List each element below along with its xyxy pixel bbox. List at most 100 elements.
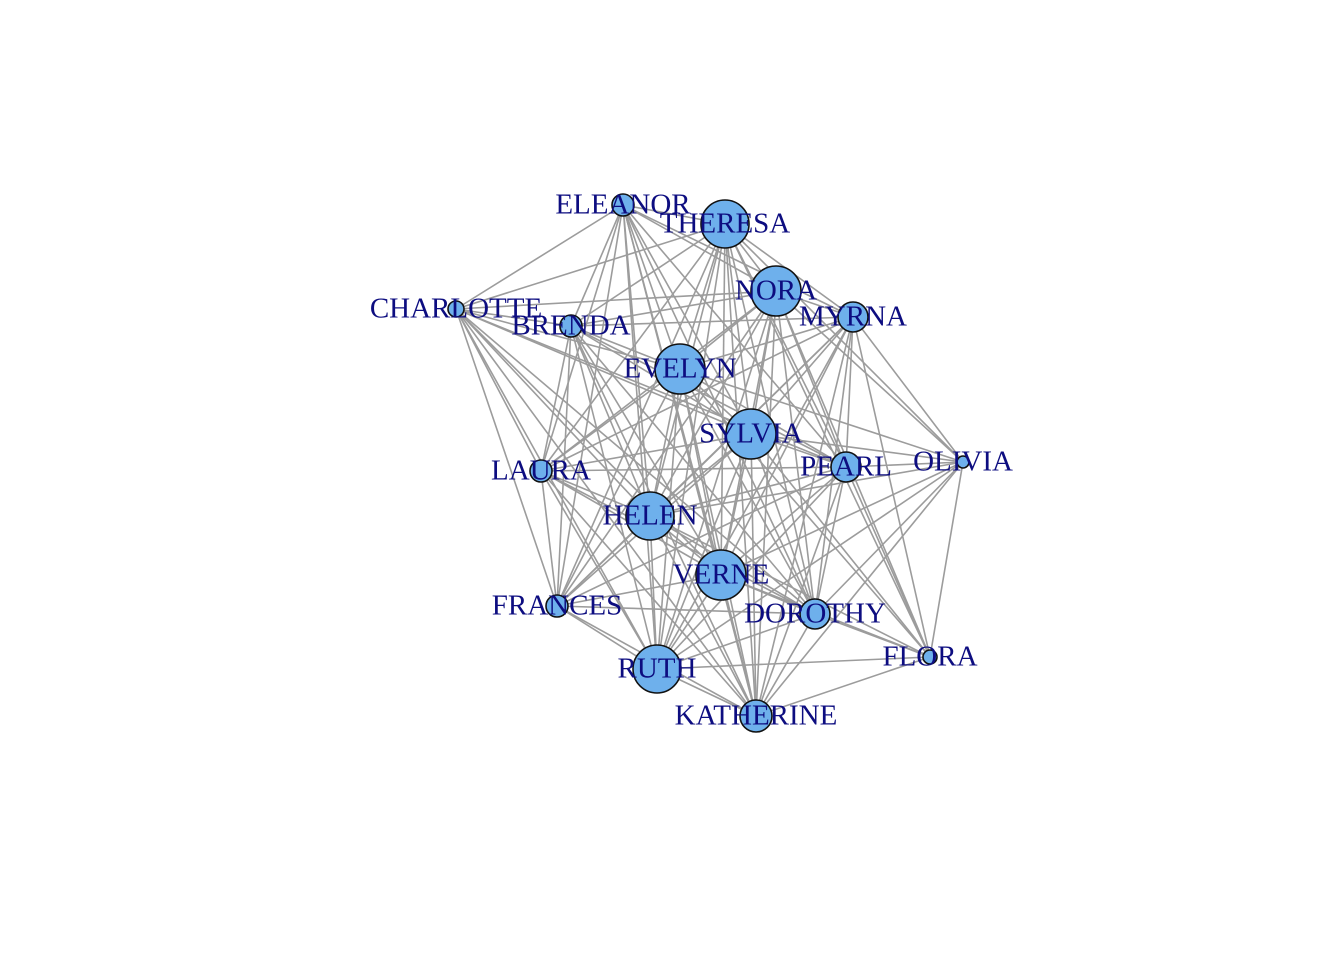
edge-brenda-frances (556, 325, 572, 607)
node-label-olivia: OLIVIA (913, 446, 1013, 478)
edge-laura-ruth (540, 470, 658, 670)
edge-nora-katherine (755, 290, 777, 717)
node-nora (750, 265, 802, 317)
edge-sylvia-ruth (656, 433, 752, 670)
edge-charlotte-brenda (455, 308, 572, 327)
edge-sylvia-katherine (750, 433, 757, 717)
node-frances (545, 594, 569, 618)
edge-pearl-flora (845, 466, 931, 658)
edge-helen-ruth (649, 515, 658, 670)
edge-dorothy-flora (814, 613, 931, 658)
node-label-charlotte: CHARLOTTE (370, 293, 542, 325)
edge-theresa-frances (556, 223, 726, 607)
node-label-sylvia: SYLVIA (699, 418, 803, 450)
edge-eleanor-sylvia (622, 204, 752, 435)
edge-myrna-laura (540, 316, 854, 472)
node-helen (625, 491, 675, 541)
edge-evelyn-olivia (679, 368, 964, 463)
edge-myrna-olivia (852, 316, 964, 463)
node-label-flora: FLORA (882, 641, 977, 673)
edge-charlotte-verne (455, 308, 722, 576)
node-ruth (632, 644, 682, 694)
edge-eleanor-ruth (622, 204, 658, 670)
edge-brenda-verne (570, 325, 722, 576)
node-verne (695, 549, 747, 601)
node-label-dorothy: DOROTHY (744, 598, 886, 630)
label-layer: ELEANORTHERESANORAMYRNACHARLOTTEBRENDAEV… (370, 189, 1013, 732)
edge-myrna-evelyn (679, 316, 854, 370)
node-brenda (559, 314, 583, 338)
edge-frances-dorothy (556, 605, 816, 615)
edge-theresa-ruth (656, 223, 726, 670)
edge-nora-brenda (570, 290, 777, 327)
edge-charlotte-sylvia (455, 308, 752, 435)
edge-nora-olivia (775, 290, 964, 463)
edge-myrna-brenda (570, 316, 854, 327)
node-label-ruth: RUTH (618, 653, 697, 685)
node-dorothy (799, 598, 831, 630)
edge-olivia-flora (929, 461, 964, 658)
edge-nora-charlotte (455, 290, 777, 310)
node-layer (447, 193, 970, 733)
edge-theresa-verne (720, 223, 726, 576)
edge-evelyn-frances (556, 368, 681, 607)
edge-theresa-brenda (570, 223, 726, 327)
edge-theresa-laura (540, 223, 726, 472)
edge-brenda-pearl (570, 325, 847, 468)
edge-dorothy-ruth (656, 613, 816, 670)
node-label-evelyn: EVELYN (623, 353, 736, 385)
edge-myrna-katherine (755, 316, 854, 717)
edge-brenda-helen (570, 325, 651, 517)
node-label-eleanor: ELEANOR (555, 189, 691, 221)
edge-laura-dorothy (540, 470, 816, 615)
edge-pearl-dorothy (814, 466, 847, 615)
edge-myrna-flora (852, 316, 931, 658)
edge-charlotte-frances (455, 308, 558, 607)
edge-laura-pearl (540, 466, 847, 472)
edge-flora-ruth (656, 656, 931, 670)
edge-theresa-olivia (724, 223, 964, 463)
edge-sylvia-olivia (750, 433, 964, 463)
edge-pearl-olivia (845, 461, 964, 468)
edge-laura-katherine (540, 470, 757, 717)
edge-theresa-sylvia (724, 223, 752, 435)
edge-theresa-katherine (724, 223, 757, 717)
node-theresa (700, 199, 750, 249)
node-label-nora: NORA (735, 275, 817, 307)
node-label-myrna: MYRNA (799, 301, 907, 333)
node-flora (922, 649, 938, 665)
edge-olivia-dorothy (814, 461, 964, 615)
edge-brenda-dorothy (570, 325, 816, 615)
node-label-helen: HELEN (602, 500, 697, 532)
edge-nora-ruth (656, 290, 777, 670)
edge-evelyn-flora (679, 368, 931, 658)
edge-nora-dorothy (775, 290, 816, 615)
node-katherine (739, 699, 773, 733)
node-pearl (830, 451, 862, 483)
edge-laura-frances (540, 470, 558, 607)
edge-olivia-katherine (755, 461, 964, 717)
edge-myrna-pearl (845, 316, 854, 468)
node-sylvia (725, 408, 777, 460)
edge-eleanor-evelyn (622, 204, 681, 370)
edge-verne-frances (556, 574, 722, 607)
edge-olivia-verne (720, 461, 964, 576)
node-label-verne: VERNE (673, 559, 770, 591)
node-evelyn (654, 343, 706, 395)
edge-olivia-ruth (656, 461, 964, 670)
edge-theresa-charlotte (455, 223, 726, 310)
edge-helen-katherine (649, 515, 757, 717)
edge-myrna-sylvia (750, 316, 854, 435)
edge-eleanor-brenda (570, 204, 624, 327)
edge-sylvia-laura (540, 433, 752, 472)
edge-pearl-helen (649, 466, 847, 517)
edge-olivia-helen (649, 461, 964, 517)
edge-evelyn-laura (540, 368, 681, 472)
edge-eleanor-myrna (622, 204, 854, 318)
node-label-pearl: PEARL (800, 451, 892, 483)
node-label-brenda: BRENDA (511, 310, 630, 342)
node-laura (529, 459, 553, 483)
node-label-katherine: KATHERINE (675, 700, 838, 732)
edge-eleanor-pearl (622, 204, 847, 468)
